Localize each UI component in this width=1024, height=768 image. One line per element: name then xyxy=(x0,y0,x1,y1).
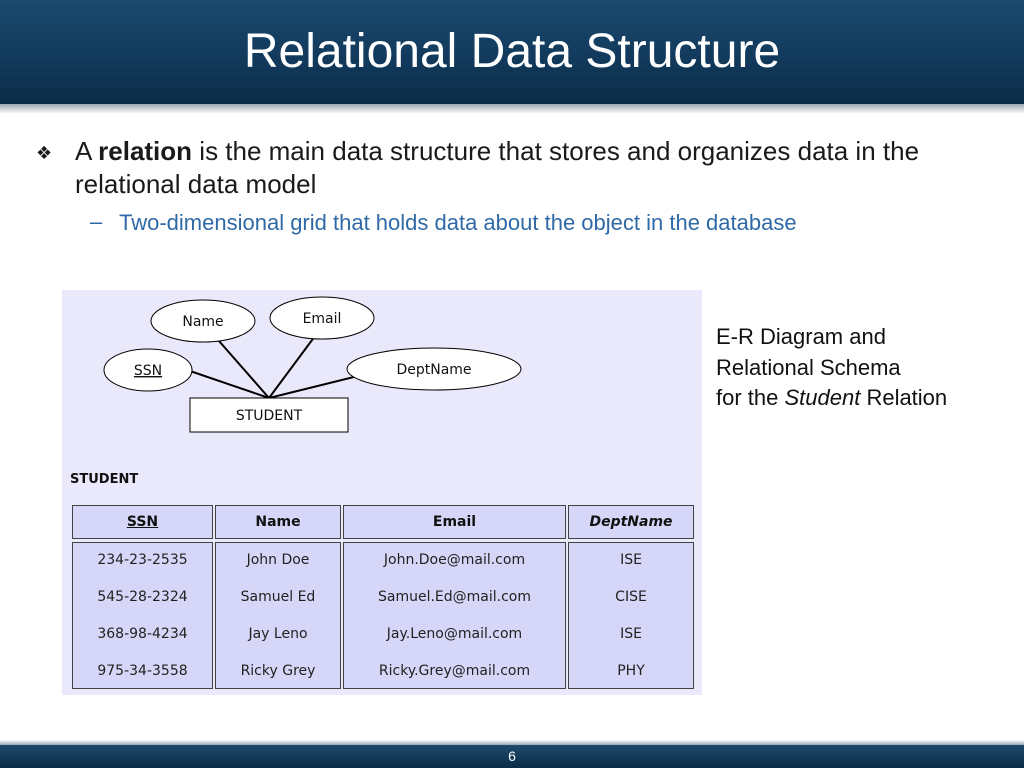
table-cell: PHY xyxy=(617,663,645,679)
table-cell: 545-28-2324 xyxy=(97,589,188,605)
bullet-bold-term: relation xyxy=(98,136,193,166)
caption-line-3: for the Student Relation xyxy=(716,383,1016,414)
attribute-email-label: Email xyxy=(303,311,342,327)
er-diagram: Name Email SSN DeptName STUDENT xyxy=(103,296,522,433)
table-cell: Ricky.Grey@mail.com xyxy=(378,663,531,679)
header-email: Email xyxy=(343,505,566,539)
relation-table: SSN Name Email DeptName 234-23-2535 545-… xyxy=(72,505,694,689)
er-line-deptname xyxy=(268,374,363,399)
attribute-deptname-ellipse xyxy=(346,347,522,391)
figure-caption: E-R Diagram and Relational Schema for th… xyxy=(716,322,1016,414)
relation-name: STUDENT xyxy=(70,472,139,487)
attribute-deptname-label: DeptName xyxy=(396,362,471,378)
header-deptname-text: DeptName xyxy=(589,514,673,530)
table-cell: CISE xyxy=(615,589,647,605)
sub-bullet: Two-dimensional grid that holds data abo… xyxy=(119,210,797,235)
header-email-text: Email xyxy=(432,514,477,530)
bullet-rest: is the main data structure that stores a… xyxy=(75,136,920,199)
caption-line-1: E-R Diagram and xyxy=(716,324,886,349)
header-deptname: DeptName xyxy=(568,505,694,539)
header-name-text: Name xyxy=(255,514,301,530)
attribute-ssn-label: SSN xyxy=(134,363,162,379)
attribute-name-label: Name xyxy=(182,314,223,330)
footer-bar: 6 xyxy=(0,745,1024,768)
column-name: John Doe Samuel Ed Jay Leno Ricky Grey xyxy=(215,542,341,689)
table-cell: Jay.Leno@mail.com xyxy=(386,626,523,642)
er-diagram-figure: Name Email SSN DeptName STUDENT STUDENT … xyxy=(62,290,702,695)
diamond-bullet-icon: ❖ xyxy=(36,143,53,164)
title-bar-shadow xyxy=(0,104,1024,114)
column-ssn: 234-23-2535 545-28-2324 368-98-4234 975-… xyxy=(72,542,213,689)
bullet-prefix: A xyxy=(75,136,99,166)
footer-shadow xyxy=(0,740,1024,745)
table-cell: Jay Leno xyxy=(248,626,308,642)
entity-student-box xyxy=(189,397,349,433)
er-line-name xyxy=(218,340,270,399)
caption-line-2: Relational Schema xyxy=(716,354,901,380)
attribute-name-ellipse xyxy=(150,299,256,343)
slide-title: Relational Data Structure xyxy=(243,25,781,78)
entity-student-label: STUDENT xyxy=(236,408,303,424)
er-line-ssn xyxy=(189,370,270,399)
main-bullet: A relation is the main data structure th… xyxy=(75,135,1010,201)
column-deptname: ISE CISE ISE PHY xyxy=(568,542,694,689)
table-cell: Ricky Grey xyxy=(240,663,316,679)
page-number: 6 xyxy=(508,748,516,764)
table-cell: ISE xyxy=(620,552,642,568)
table-cell: 234-23-2535 xyxy=(97,552,188,568)
table-cell: John Doe xyxy=(246,552,310,568)
table-cell: 368-98-4234 xyxy=(97,626,188,642)
caption-line-3-suffix: Relation xyxy=(860,385,948,410)
header-ssn: SSN xyxy=(72,505,213,539)
table-cell: John.Doe@mail.com xyxy=(383,552,526,568)
caption-line-3-italic: Student xyxy=(784,385,861,410)
table-cell: Samuel Ed xyxy=(240,589,316,605)
column-email: John.Doe@mail.com Samuel.Ed@mail.com Jay… xyxy=(343,542,566,689)
attribute-email-ellipse xyxy=(269,296,375,340)
table-cell: 975-34-3558 xyxy=(97,663,188,679)
table-cell: Samuel.Ed@mail.com xyxy=(377,589,531,605)
table-cell: ISE xyxy=(620,626,642,642)
header-name: Name xyxy=(215,505,341,539)
sub-bullet-dash: – xyxy=(90,209,103,234)
title-bar: Relational Data Structure xyxy=(0,0,1024,104)
er-line-email xyxy=(268,331,319,399)
caption-line-3-prefix: for the xyxy=(716,385,785,410)
header-ssn-text: SSN xyxy=(126,514,159,530)
attribute-ssn-ellipse xyxy=(103,348,193,392)
